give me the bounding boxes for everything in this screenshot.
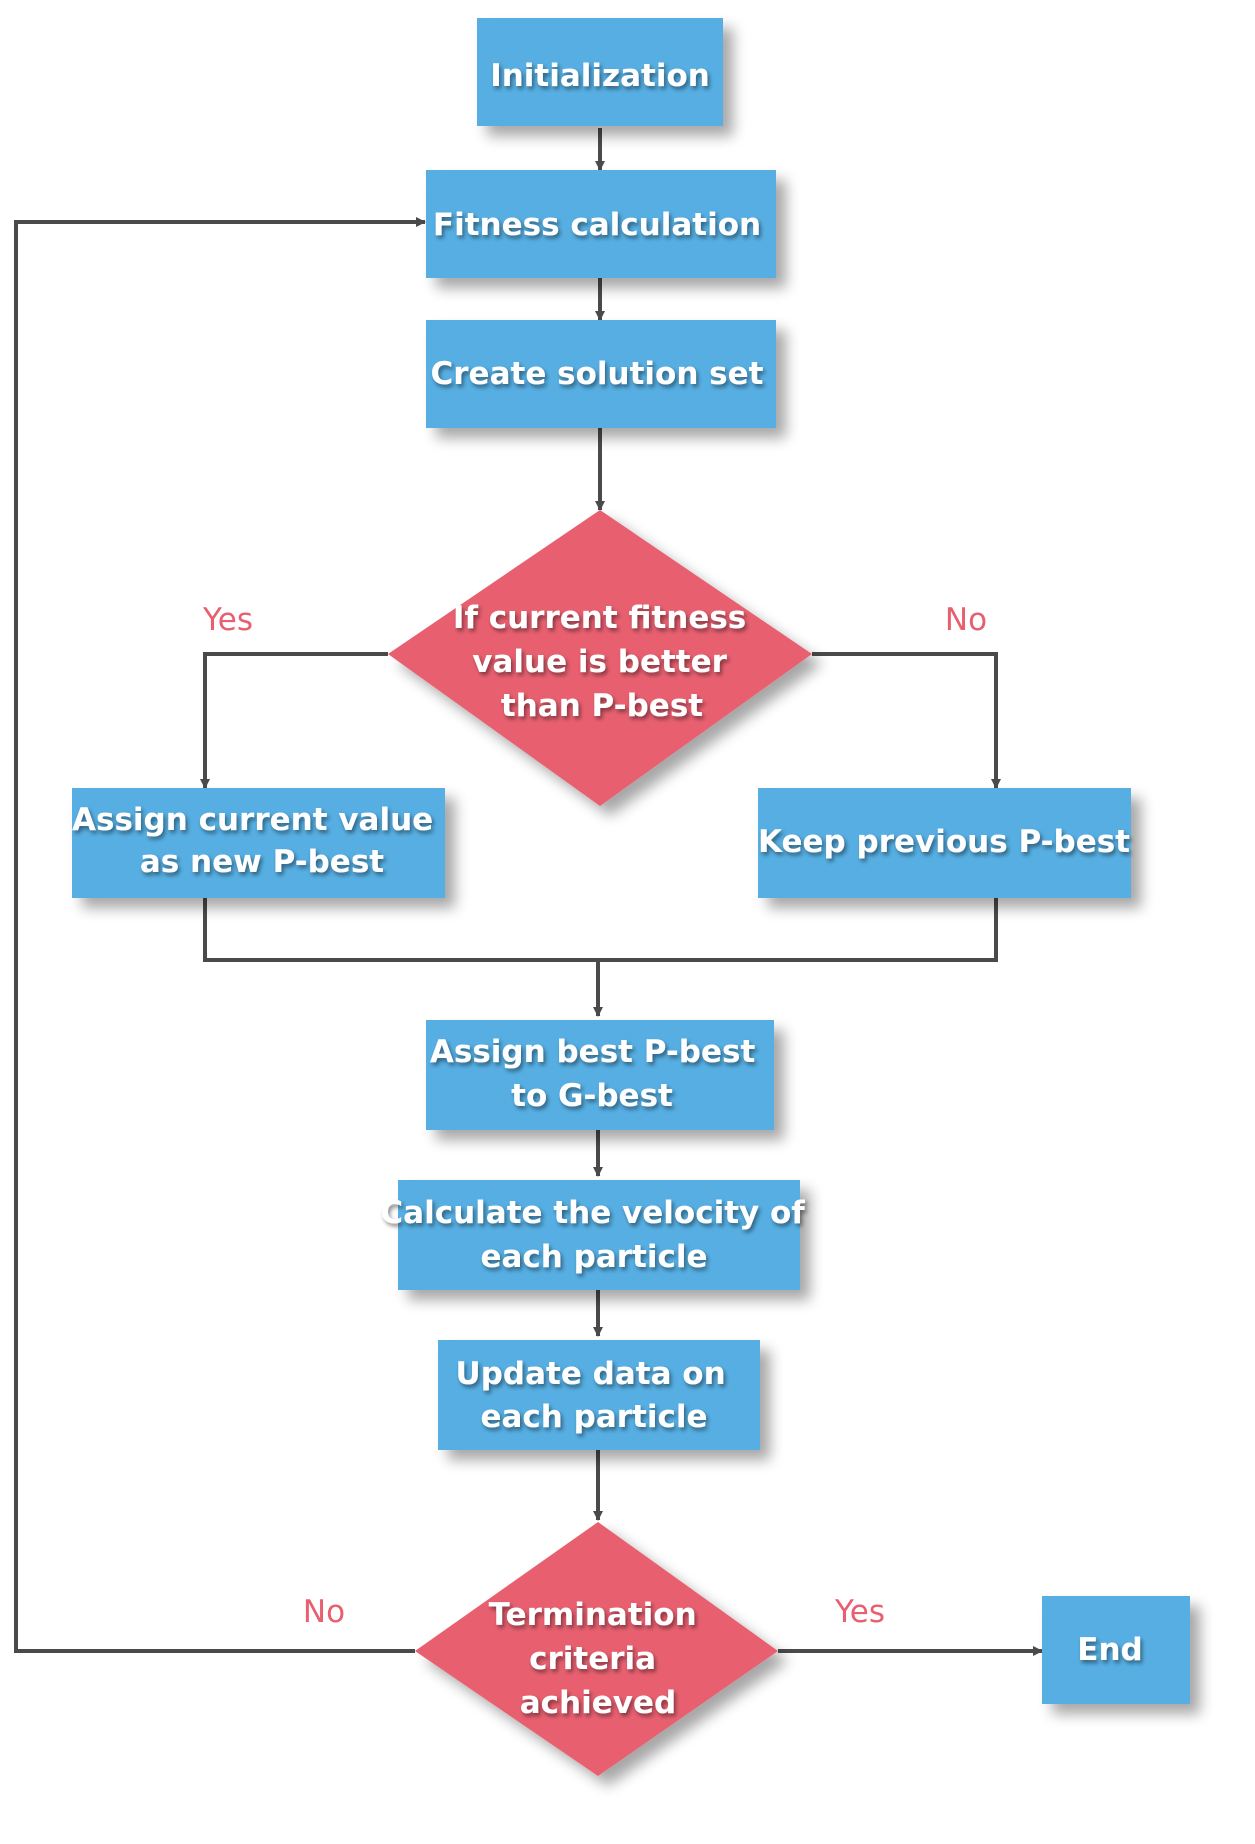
calculate-velocity-label: Calculate the velocity of each particle xyxy=(380,1195,815,1275)
assign-current-value-label: Assign current value as new P-best xyxy=(72,802,444,880)
pbest-decision-label: If current fitness value is better than … xyxy=(453,600,757,724)
termination-decision-diamond: Termination criteria achieved xyxy=(415,1522,778,1776)
create-solution-set-box-shape xyxy=(426,320,776,428)
keep-previous-pbest-box: Keep previous P-best xyxy=(758,788,1131,898)
edge-decision-yes-to-assign-current xyxy=(200,652,388,789)
termination-decision-label: Termination criteria achieved xyxy=(489,1597,708,1721)
connectors xyxy=(14,128,1043,1656)
fitness-calculation-label: Fitness calculation xyxy=(433,207,761,243)
create-solution-set-label: Create solution set xyxy=(431,356,764,392)
assign-gbest-box: Assign best P-best to G-best xyxy=(426,1020,774,1130)
pbest-decision-diamond-shape xyxy=(388,510,812,806)
assign-gbest-label: Assign best P-best to G-best xyxy=(430,1034,766,1114)
fitness-calculation-box: Fitness calculation xyxy=(426,170,776,278)
assign-gbest-box-shape xyxy=(426,1020,774,1130)
keep-previous-pbest-box-shape xyxy=(758,788,1131,898)
assign-current-value-box: Assign current value as new P-best xyxy=(72,788,445,898)
pbest-decision-diamond: If current fitness value is better than … xyxy=(388,510,812,806)
termination-no-label: No xyxy=(303,1594,345,1630)
calculate-velocity-box-shape xyxy=(398,1180,800,1290)
initialization-box: Initialization xyxy=(477,18,723,126)
edge-decision-no-to-keep-previous xyxy=(812,652,1001,789)
keep-previous-pbest-label: Keep previous P-best xyxy=(758,824,1130,860)
initialization-box-shape xyxy=(477,18,723,126)
edge-keep-previous-down xyxy=(598,898,998,962)
pbest-yes-label: Yes xyxy=(202,602,253,638)
edge-termination-no-loop-to-fitness xyxy=(14,217,426,1653)
initialization-label: Initialization xyxy=(490,58,710,94)
create-solution-set-box: Create solution set xyxy=(426,320,776,428)
edge-assign-current-down xyxy=(203,898,598,962)
end-label: End xyxy=(1077,1632,1142,1668)
termination-yes-label: Yes xyxy=(834,1594,885,1630)
update-data-box-shape xyxy=(438,1340,760,1450)
assign-current-value-box-shape xyxy=(72,788,445,898)
fitness-calculation-box-shape xyxy=(426,170,776,278)
update-data-label: Update data on each particle xyxy=(456,1356,737,1435)
update-data-box: Update data on each particle xyxy=(438,1340,760,1450)
pbest-no-label: No xyxy=(945,602,987,638)
end-box-shape xyxy=(1042,1596,1190,1704)
termination-decision-diamond-shape xyxy=(415,1522,778,1776)
calculate-velocity-box: Calculate the velocity of each particle xyxy=(380,1180,815,1290)
end-box: End xyxy=(1042,1596,1190,1704)
branch-labels: Yes No No Yes xyxy=(202,602,987,1630)
